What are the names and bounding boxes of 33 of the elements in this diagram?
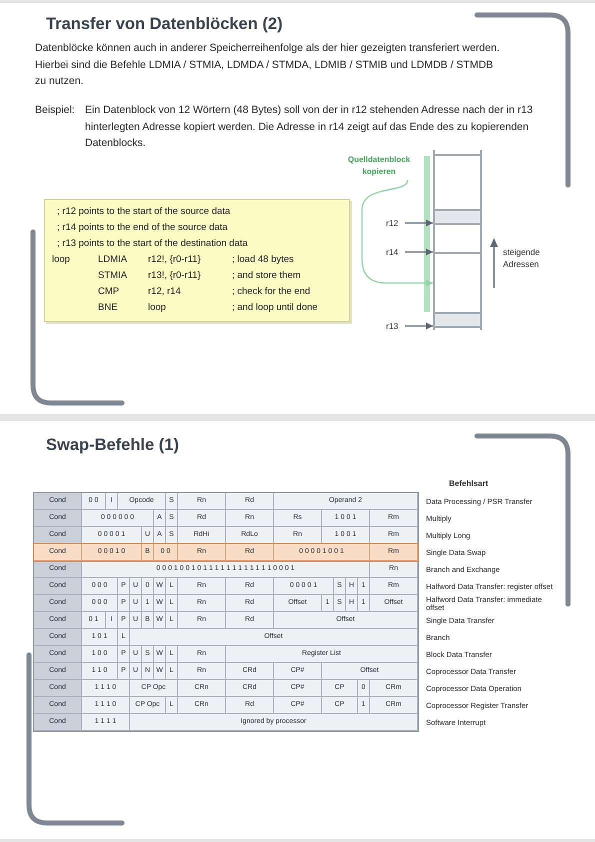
code-comment: ; r13 points to the start of the destination data [56, 237, 248, 251]
example-label: Beispiel: [35, 103, 76, 118]
arrow [405, 248, 433, 256]
block-label: Quelldatenblock kopieren [338, 154, 420, 180]
code-comment: ; r12 points to the start of the source data [56, 205, 230, 219]
code-mnemonic: CMP [98, 285, 120, 299]
code-comment: ; and loop until done [232, 301, 318, 315]
paragraph: Datenblöcke können auch in anderer Speicherreihenfolge als der hier gezeigten transferiert werden. Hierbei sind die Befehle LDMIA / STMIA, LDMDA / STMDA, LDMIB / STMIB und LDMDB / STMDB zu nutzen. [35, 41, 501, 89]
code-comment: ; check for the end [232, 285, 310, 299]
code-mnemonic: LDMIA [98, 253, 128, 267]
memory-column [433, 150, 482, 330]
direction-label: steigende Adressen [503, 246, 541, 270]
register-label: r12 [386, 217, 404, 229]
code-box [44, 199, 350, 322]
column-header: Befehlsart [449, 478, 490, 489]
code-mnemonic: STMIA [98, 269, 128, 283]
code-operands: r12, r14 [148, 285, 181, 299]
code-operands: loop [148, 301, 166, 315]
slide-title: Transfer von Datenblöcken (2) [46, 14, 284, 35]
slide-title: Swap-Befehle (1) [46, 435, 180, 456]
register-label: r13 [386, 320, 404, 332]
code-label: loop [52, 253, 70, 267]
code-mnemonic: BNE [98, 301, 118, 315]
code-operands: r12!, {r0-r11} [148, 253, 201, 267]
code-comment: ; r14 points to the end of the source data [56, 221, 228, 235]
arrow [405, 220, 433, 226]
code-operands: r13!, {r0-r11} [148, 269, 201, 283]
paragraph: Ein Datenblock von 12 Wörtern (48 Bytes) soll von der in r12 stehenden Adresse nach der in r13 hinterlegten Adresse kopiert werden. Die Adresse in r14 zeigt auf das Ende des zu kopierenden Datenblocks. [85, 103, 534, 151]
code-comment: ; load 48 bytes [232, 253, 294, 267]
arrow [405, 322, 433, 330]
arrow [361, 180, 433, 286]
register-label: r14 [386, 246, 404, 258]
code-comment: ; and store them [232, 269, 301, 283]
